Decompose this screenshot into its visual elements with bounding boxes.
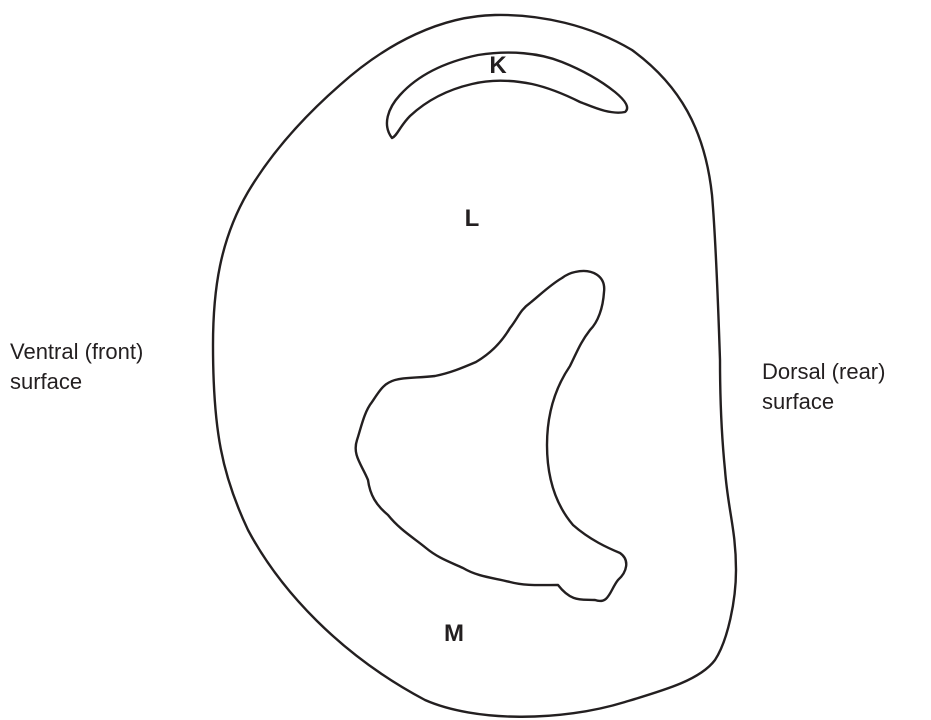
region-k-outline (387, 53, 627, 138)
dorsal-label-line-2: surface (762, 387, 885, 417)
ventral-label-line-1: Ventral (front) (10, 337, 143, 367)
central-cavity-outline (356, 271, 627, 601)
dorsal-surface-label: Dorsal (rear) surface (762, 357, 885, 417)
ventral-surface-label: Ventral (front) surface (10, 337, 143, 397)
dorsal-label-line-1: Dorsal (rear) (762, 357, 885, 387)
ventral-label-line-2: surface (10, 367, 143, 397)
label-m: M (444, 620, 464, 647)
outer-outline (213, 15, 736, 717)
label-l: L (465, 205, 480, 232)
label-k: K (489, 52, 507, 79)
